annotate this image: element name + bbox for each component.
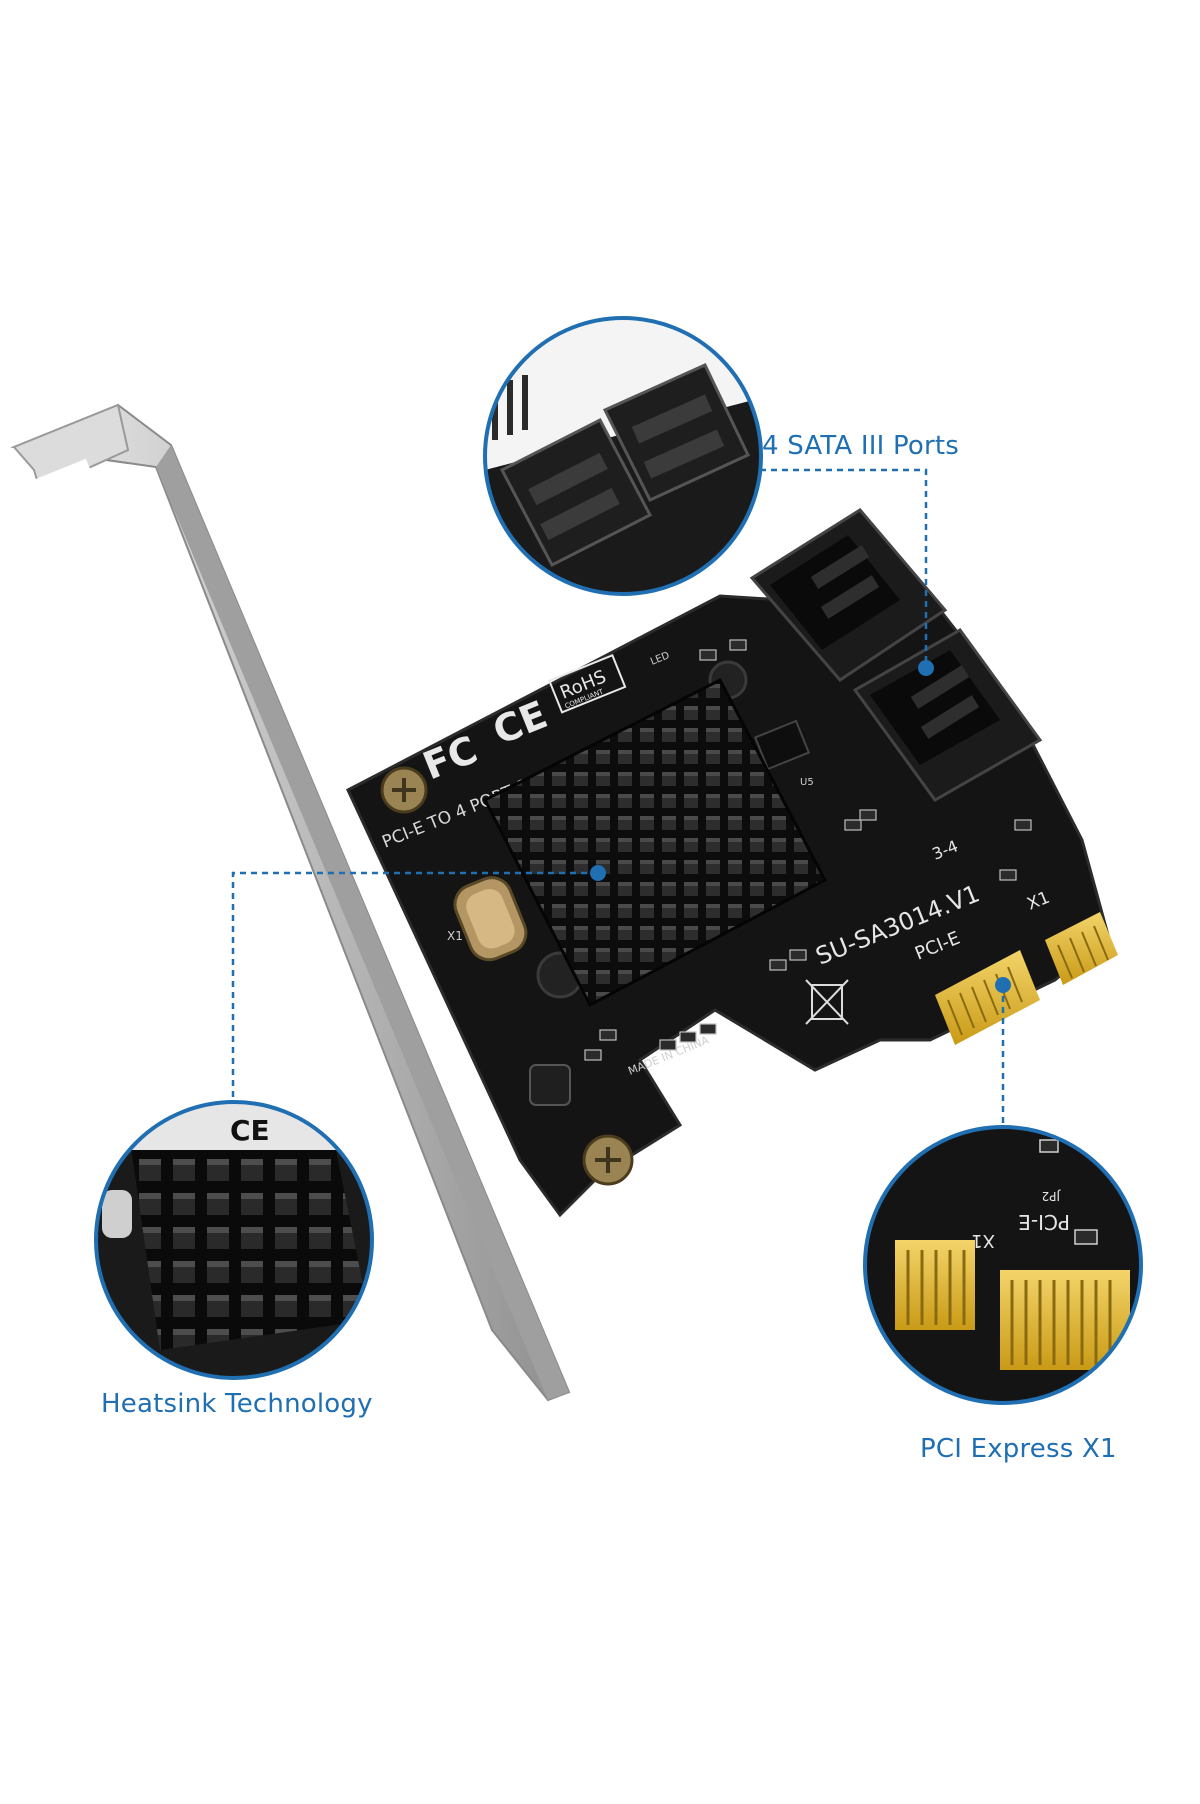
heatsink bbox=[482, 677, 828, 1008]
callout-lines bbox=[231, 468, 1005, 1128]
zoom-slot-label: X1 bbox=[971, 1230, 995, 1251]
zoom-ce-logo: CE bbox=[230, 1114, 270, 1147]
sata-port-3-4 bbox=[852, 628, 1043, 802]
callout-label-pcie: PCI Express X1 bbox=[920, 1434, 1117, 1464]
zoom-jumper-label: JP2 bbox=[1042, 1189, 1061, 1203]
callout-label-sata: 4 SATA III Ports bbox=[762, 431, 960, 461]
zoom-heatsink: CE bbox=[94, 1100, 374, 1380]
callout-dots bbox=[590, 660, 1011, 993]
mounting-bracket bbox=[10, 403, 571, 1402]
zoom-sata-connector bbox=[602, 363, 751, 502]
zoom-sata-connector bbox=[499, 417, 653, 568]
inductor bbox=[529, 1064, 571, 1106]
zoom-sata-ports bbox=[483, 316, 763, 596]
sata-port-1-2 bbox=[749, 508, 948, 682]
screw-top bbox=[380, 766, 428, 814]
zoom-gold-fingers bbox=[895, 1240, 1130, 1370]
smd-components bbox=[584, 639, 1032, 1061]
zoom-bus-label: PCI-E bbox=[1018, 1210, 1070, 1234]
pcie-x1-connector bbox=[935, 912, 1118, 1045]
pcb-board: FC CE RoHS COMPLIANT PCI-E TO 4 PORT SAT… bbox=[346, 508, 1118, 1218]
chip-label: U5 bbox=[800, 777, 814, 788]
weee-symbol bbox=[805, 979, 849, 1025]
callout-label-heatsink: Heatsink Technology bbox=[101, 1389, 373, 1419]
crystal-oscillator bbox=[453, 876, 528, 962]
crystal-label: X1 bbox=[447, 929, 463, 943]
controller-ic bbox=[753, 719, 811, 771]
screw-bottom bbox=[582, 1134, 634, 1186]
zoom-pcie: PCI-E X1 JP2 bbox=[863, 1125, 1143, 1405]
